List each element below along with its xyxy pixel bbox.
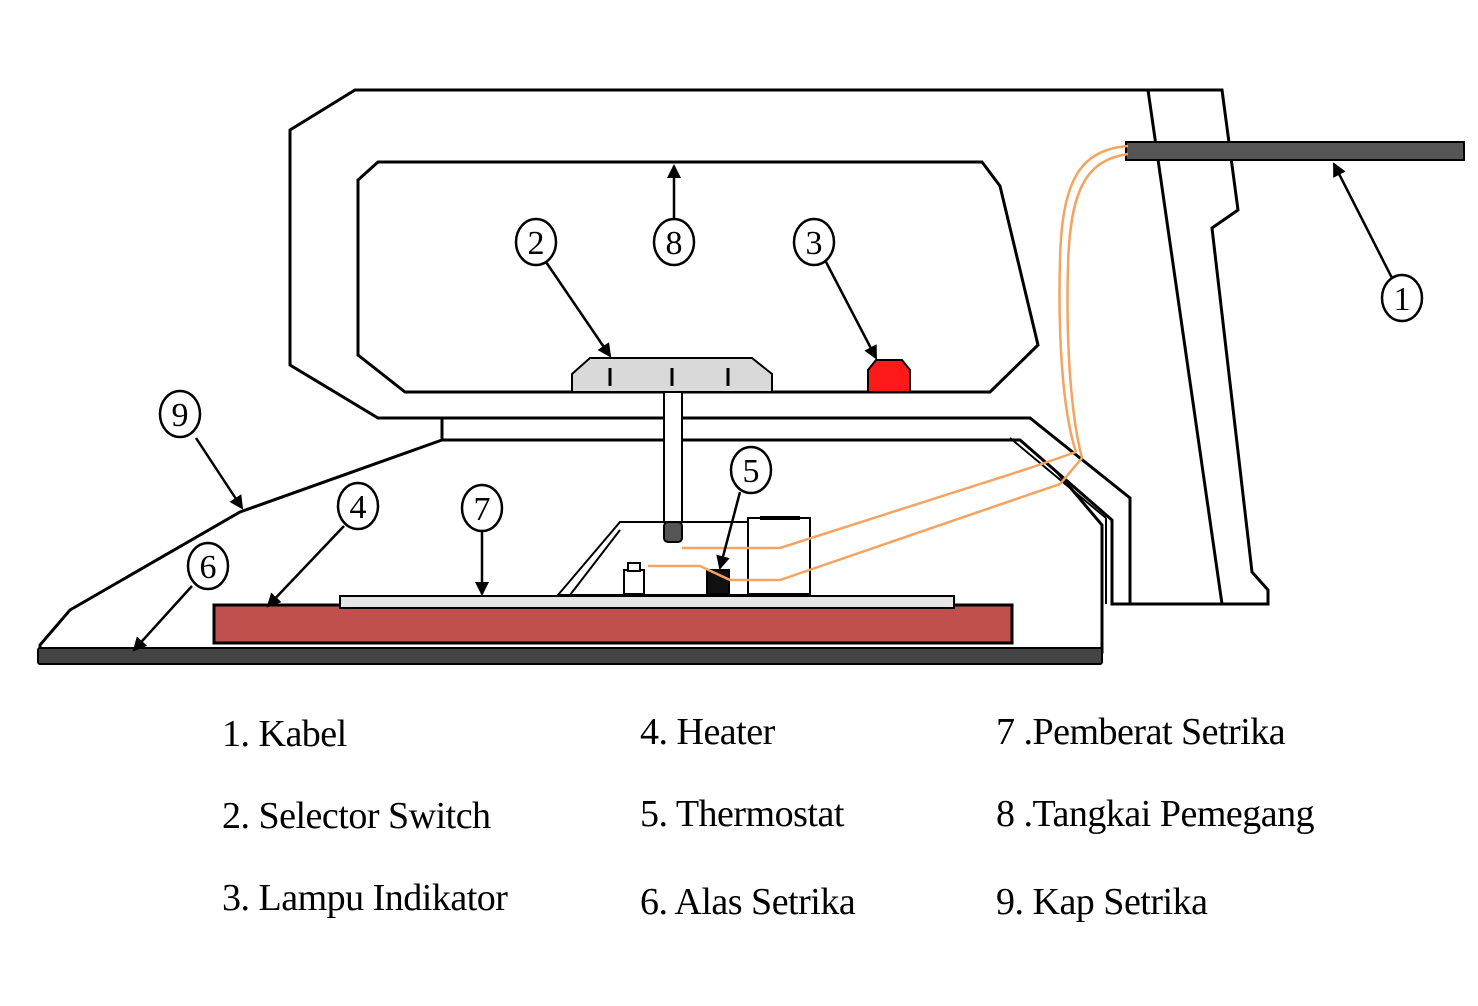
callout-arrow-3 — [824, 261, 878, 360]
indicator-lamp — [867, 359, 911, 393]
thermostat-box — [747, 517, 811, 595]
callout-circle-5 — [729, 445, 773, 495]
callout-circle-3 — [792, 217, 836, 267]
small-terminal-cap — [627, 562, 641, 572]
soleplate — [37, 647, 1103, 665]
callout-circle-2 — [514, 217, 558, 267]
power-cable — [1125, 141, 1465, 161]
callout-number-9: 9 — [172, 397, 189, 434]
callout-arrows — [132, 162, 1394, 652]
callout-number-3: 3 — [806, 225, 823, 262]
callout-circle-6 — [186, 541, 230, 591]
callout-circle-4 — [336, 481, 380, 531]
callout-number-8: 8 — [666, 225, 683, 262]
callout-circle-8 — [652, 217, 696, 267]
heater — [212, 603, 1014, 645]
weight-plate — [339, 595, 955, 609]
callout-number-1: 1 — [1394, 281, 1411, 318]
callout-arrow-2 — [544, 261, 612, 358]
callout-number-5: 5 — [743, 453, 760, 490]
connector-band — [440, 416, 1132, 606]
switch-shaft-tip — [663, 521, 683, 543]
callout-circle-9 — [158, 389, 202, 439]
callout-number-4: 4 — [350, 489, 367, 526]
callout-arrow-1 — [1332, 162, 1394, 279]
internal-wires — [648, 144, 1129, 582]
callout-arrow-9 — [194, 437, 244, 510]
callout-arrow-6 — [132, 585, 193, 652]
small-terminal — [623, 569, 645, 595]
callout-arrow-4 — [266, 525, 345, 608]
switch-shaft — [663, 391, 683, 523]
callout-circle-1 — [1380, 273, 1424, 323]
cover-inner-line-1 — [1009, 437, 1107, 519]
callout-number-6: 6 — [200, 549, 217, 586]
callout-circle-7 — [460, 483, 504, 533]
callout-number-7: 7 — [474, 491, 491, 528]
callout-circles — [158, 217, 1424, 591]
bracket-diagonal — [569, 529, 621, 596]
grip-line — [1146, 89, 1224, 605]
callout-arrow-5 — [716, 491, 742, 570]
callout-number-2: 2 — [528, 225, 545, 262]
